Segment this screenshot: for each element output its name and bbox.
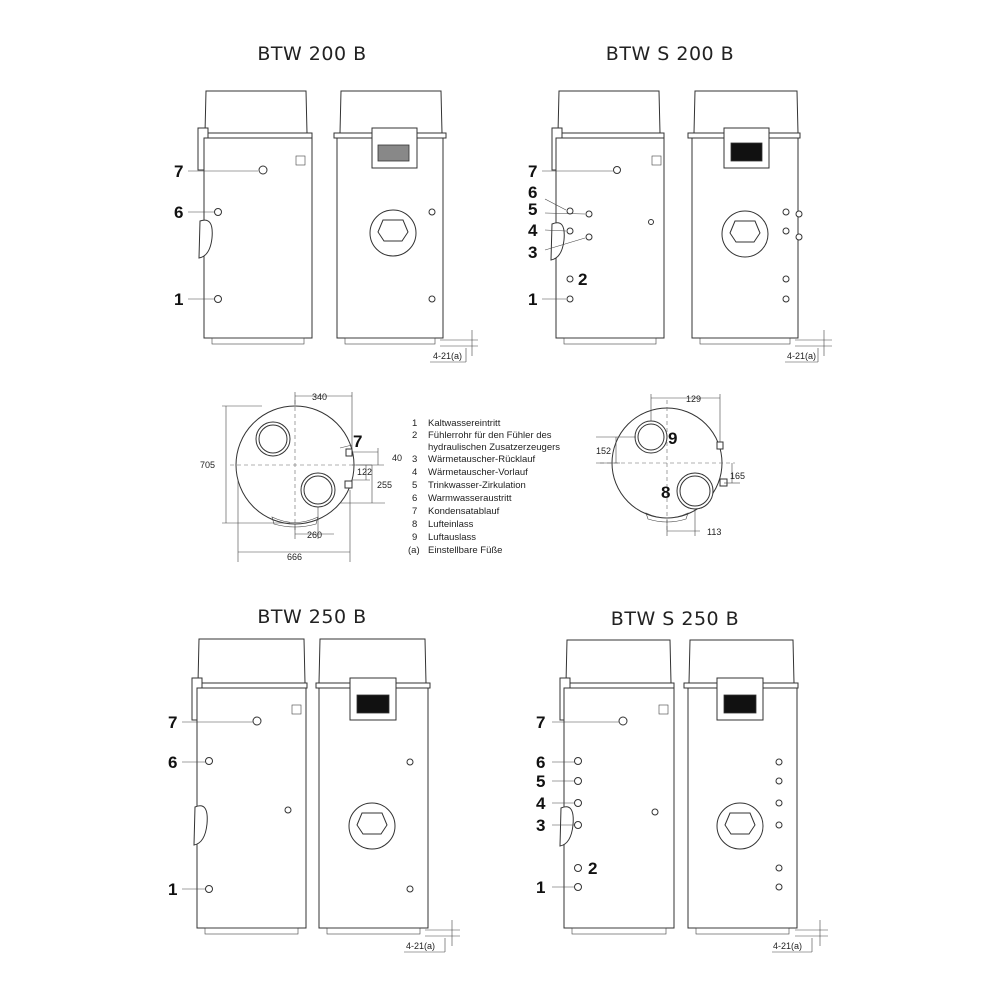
callout-2: 2 (578, 270, 587, 289)
btws250-front-view (683, 639, 799, 935)
dim-40: 40 (392, 453, 402, 463)
legend-key: 1 (412, 418, 417, 429)
btws250-side-view: 7 6 5 4 3 2 1 (536, 639, 675, 935)
callout-4: 4 (536, 794, 546, 813)
legend: 1 Kaltwassereintritt 2 Fühlerrohr für de… (408, 418, 560, 556)
legend-text: Kaltwassereintritt (428, 418, 501, 429)
dim-255: 255 (377, 480, 392, 490)
title-btw-250: BTW 250 B (257, 606, 366, 628)
legend-text: Einstellbare Füße (428, 545, 502, 556)
callout-1: 1 (168, 880, 177, 899)
btws200-front-view (687, 90, 803, 345)
callout-2: 2 (588, 859, 597, 878)
title-btw-s-250: BTW S 250 B (611, 608, 739, 630)
callout-3: 3 (528, 243, 537, 262)
callout-7: 7 (528, 162, 537, 181)
legend-text: Kondensatablauf (428, 506, 500, 517)
legend-text: Wärmetauscher-Vorlauf (428, 467, 528, 478)
callout-7: 7 (353, 432, 362, 451)
feet-label: 4-21(a) (773, 941, 802, 951)
dim-705: 705 (200, 460, 215, 470)
callout-1: 1 (536, 878, 545, 897)
legend-text: Fühlerrohr für den Fühler des (428, 430, 552, 441)
legend-key: 3 (412, 454, 417, 465)
callout-4: 4 (528, 221, 538, 240)
callout-3: 3 (536, 816, 545, 835)
title-btw-200: BTW 200 B (257, 43, 366, 65)
feet-label: 4-21(a) (787, 351, 816, 361)
callout-5: 5 (528, 200, 537, 219)
legend-text: Lufteinlass (428, 519, 474, 530)
dim-122: 122 (357, 467, 372, 477)
dim-129: 129 (686, 394, 701, 404)
feet-label: 4-21(a) (433, 351, 462, 361)
legend-key: 9 (412, 532, 417, 543)
dim-260: 260 (307, 530, 322, 540)
dim-165: 165 (730, 471, 745, 481)
legend-text: Trinkwasser-Zirkulation (428, 480, 526, 491)
btw250-side-view: 7 6 1 (168, 638, 308, 935)
btw200-feet-dimension: 4-21(a) (430, 330, 478, 363)
legend-text: hydraulischen Zusatzerzeugers (428, 442, 560, 453)
btw250-front-view (315, 638, 431, 935)
callout-6: 6 (168, 753, 177, 772)
btws200-feet-dimension: 4-21(a) (785, 330, 832, 363)
callout-9: 9 (668, 429, 677, 448)
title-btw-s-200: BTW S 200 B (606, 43, 734, 65)
dim-113: 113 (707, 527, 721, 537)
callout-5: 5 (536, 772, 545, 791)
legend-text: Wärmetauscher-Rücklauf (428, 454, 536, 465)
legend-text: Luftauslass (428, 532, 476, 543)
legend-key: 4 (412, 467, 417, 478)
legend-text: Warmwasseraustritt (428, 493, 512, 504)
callout-8: 8 (661, 483, 670, 502)
btws200-side-view: 7 6 5 4 3 2 1 (528, 90, 665, 345)
callout-6: 6 (536, 753, 545, 772)
feet-label: 4-21(a) (406, 941, 435, 951)
callout-6: 6 (174, 203, 183, 222)
btw250-feet-dimension: 4-21(a) (404, 920, 460, 953)
callout-7: 7 (168, 713, 177, 732)
callout-7: 7 (174, 162, 183, 181)
top-view-right: 129 152 165 113 9 8 (596, 394, 745, 537)
callout-1: 1 (174, 290, 183, 309)
btw200-side-view: 7 6 1 (174, 90, 313, 345)
dim-340: 340 (312, 392, 327, 402)
legend-key: 2 (412, 430, 417, 441)
top-view-left: 340 705 40 122 255 260 666 7 (200, 392, 402, 562)
legend-key: 5 (412, 480, 417, 491)
legend-key: 6 (412, 493, 417, 504)
callout-6: 6 (528, 183, 537, 202)
callout-1: 1 (528, 290, 537, 309)
callout-7: 7 (536, 713, 545, 732)
legend-key: (a) (408, 545, 420, 556)
btws250-feet-dimension: 4-21(a) (772, 920, 828, 953)
btw200-front-view (333, 90, 447, 345)
dim-666: 666 (287, 552, 302, 562)
legend-key: 8 (412, 519, 417, 530)
dim-152: 152 (596, 446, 611, 456)
legend-key: 7 (412, 506, 417, 517)
